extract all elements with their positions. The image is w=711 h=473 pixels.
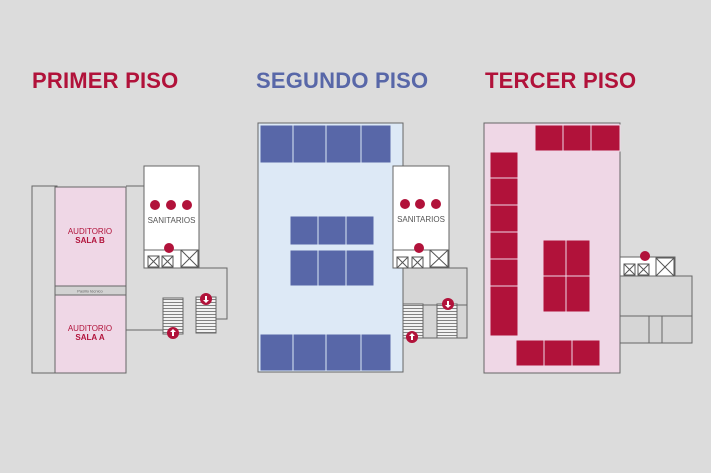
- elevator-icon: [164, 243, 174, 253]
- sala-b-name: SALA B: [75, 236, 105, 245]
- sala-a-name: SALA A: [75, 333, 104, 342]
- male-restroom-icon: [400, 199, 410, 209]
- elevator-icon: [414, 243, 424, 253]
- sanitarios-label: SANITARIOS: [148, 216, 196, 225]
- accessible-icon: [431, 199, 441, 209]
- elevator-box: [161, 255, 174, 268]
- floor-1-plan: AUDITORIO SALA B Pasillo técnico AUDITOR…: [31, 165, 228, 374]
- sala-a-label: AUDITORIO: [68, 324, 112, 333]
- corridor-label: Pasillo técnico: [77, 289, 103, 294]
- elevator-icon: [640, 251, 650, 261]
- floor-1-title: PRIMER PISO: [32, 68, 179, 93]
- floor-3-plan: [483, 122, 693, 374]
- left-corridor: [31, 185, 58, 374]
- male-restroom-icon: [150, 200, 160, 210]
- female-restroom-icon: [166, 200, 176, 210]
- elevator-box: [147, 255, 160, 268]
- sanitarios-label: SANITARIOS: [397, 215, 445, 224]
- red-blocks: [489, 124, 621, 367]
- auditorio-sala-b[interactable]: [54, 186, 127, 287]
- accessible-icon: [182, 200, 192, 210]
- female-restroom-icon: [415, 199, 425, 209]
- floor-2-plan: SANITARIOS: [257, 122, 468, 373]
- sala-b-label: AUDITORIO: [68, 227, 112, 236]
- floor-3-title: TERCER PISO: [485, 68, 637, 93]
- auditorio-sala-a[interactable]: [54, 294, 127, 374]
- blue-blocks: [259, 124, 392, 372]
- floor-2-title: SEGUNDO PISO: [256, 68, 429, 93]
- floor-2-hall[interactable]: [257, 122, 404, 373]
